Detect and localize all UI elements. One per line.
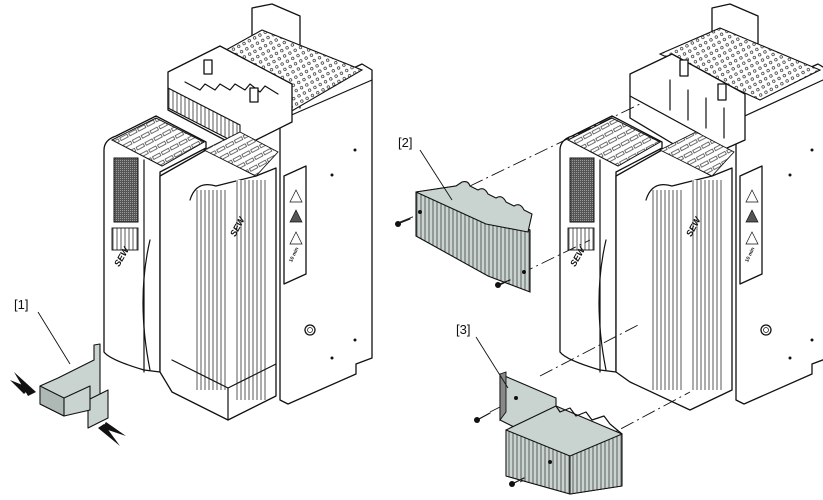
left-inverter-assembly: SEW SEW 10 min [10, 3, 373, 446]
right-ground-terminal [760, 324, 772, 336]
right-control-module: SEW [559, 115, 663, 373]
screw-icon [495, 279, 511, 288]
left-display-panel [113, 157, 139, 223]
left-power-module: SEW [159, 131, 279, 421]
cover-part-3 [474, 371, 623, 495]
callout-3-leader [475, 336, 509, 389]
left-warning-label: 10 min [283, 165, 307, 285]
left-ground-terminal [304, 324, 316, 336]
callout-label-1: [1] [14, 297, 28, 312]
cover-part-1 [10, 343, 126, 446]
right-warning-label: 10 min [739, 165, 763, 285]
callout-2-leader [419, 149, 453, 201]
screw-icon [474, 412, 491, 423]
left-control-module: SEW [103, 115, 207, 373]
screw-icon [509, 477, 525, 487]
right-terminal-bay [629, 53, 746, 161]
callout-2: [2] [398, 135, 412, 150]
pinch-arrow-right-icon [98, 424, 120, 446]
right-inverter-assembly: SEW SEW 10 min [395, 3, 823, 495]
right-display-panel [569, 157, 595, 223]
callout-3: [3] [456, 322, 470, 337]
cover-part-2 [395, 180, 533, 293]
right-power-module: SEW [615, 131, 735, 411]
assembly-line [469, 103, 641, 187]
callout-1-leader [37, 311, 71, 365]
screw-icon [395, 218, 411, 227]
